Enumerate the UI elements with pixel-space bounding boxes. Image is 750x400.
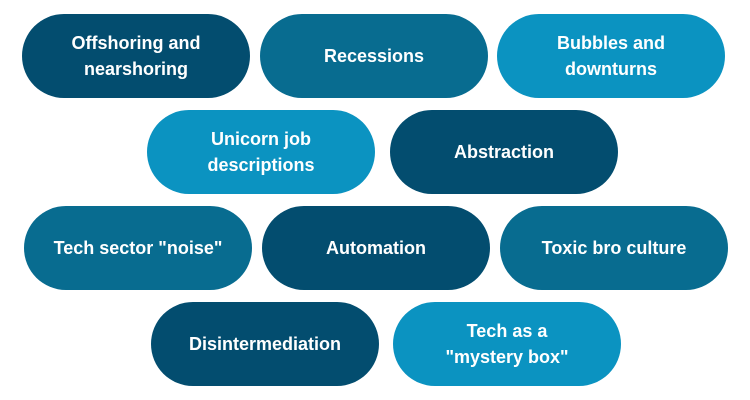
pill-label: Tech as a "mystery box" [445,321,569,367]
pill-label: Automation [326,238,426,258]
pill-automation: Automation [262,206,490,290]
pill-toxic-bro-culture: Toxic bro culture [500,206,728,290]
pill-offshoring-nearshoring: Offshoring and nearshoring [22,14,250,98]
pill-label: Disintermediation [188,334,342,354]
pill-label: Abstraction [453,142,554,162]
pill-label: Unicorn job descriptions [207,129,315,175]
pill-tech-sector-noise: Tech sector "noise" [24,206,252,290]
pill-label: Recessions [323,46,425,66]
pill-disintermediation: Disintermediation [151,302,379,386]
pill-label: Tech sector "noise" [53,238,223,258]
pill-recessions: Recessions [260,14,488,98]
pill-bubbles-downturns: Bubbles and downturns [497,14,725,98]
pill-tech-mystery-box: Tech as a "mystery box" [393,302,621,386]
pill-label: Toxic bro culture [541,238,687,258]
pill-unicorn-job-descriptions: Unicorn job descriptions [147,110,375,194]
pill-label: Bubbles and downturns [556,33,665,79]
pill-label: Offshoring and nearshoring [71,33,201,79]
pill-abstraction: Abstraction [390,110,618,194]
